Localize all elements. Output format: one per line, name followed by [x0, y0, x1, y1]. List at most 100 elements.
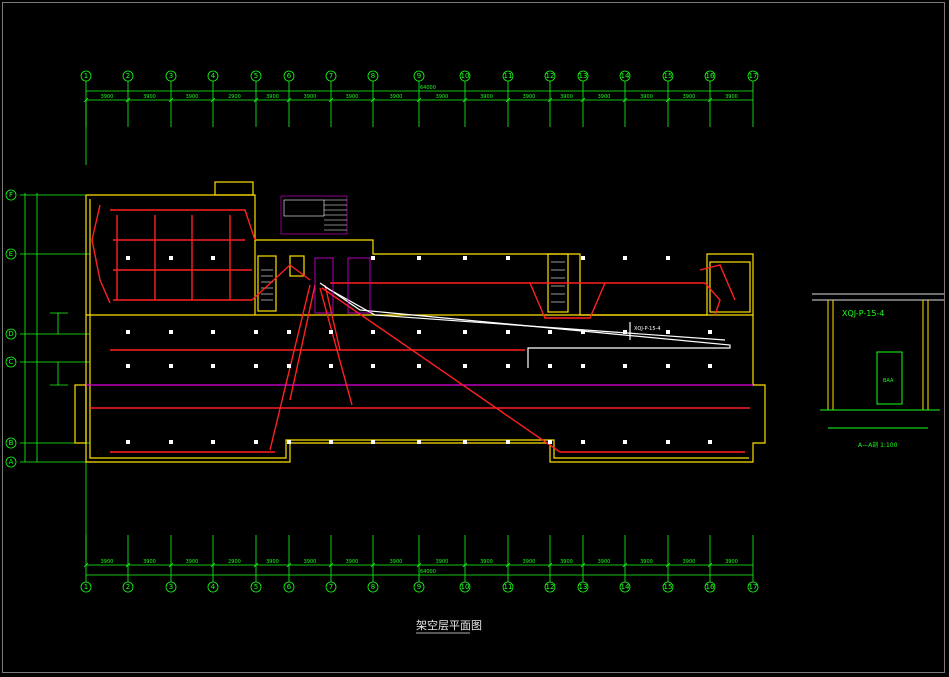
dimension-text: 3900: [346, 94, 359, 100]
dimension-text: 3900: [523, 559, 536, 565]
column-axis-label: 3: [169, 72, 173, 80]
left-dimension-lines: [20, 100, 90, 560]
dimension-tick: [83, 562, 89, 568]
column-axis-bubble: [325, 70, 337, 82]
column-axis-bubble: [250, 70, 262, 82]
column-axis-label: 1: [84, 583, 88, 591]
dimension-text: 3900: [560, 94, 573, 100]
column-dot: [666, 330, 670, 334]
row-axis-bubble: [5, 328, 17, 340]
dimension-text: 3900: [143, 94, 156, 100]
dimension-tick: [125, 97, 131, 103]
dimension-text: 2900: [228, 94, 241, 100]
column-axis-label: 8: [371, 583, 375, 591]
column-axis-bubble: [413, 581, 425, 593]
dimension-text: 3900: [266, 94, 279, 100]
dimension-tick: [707, 562, 713, 568]
dimension-tick: [622, 97, 628, 103]
dimension-tick: [210, 562, 216, 568]
dimension-text: 3900: [436, 94, 449, 100]
column-axis-label: 10: [461, 72, 470, 80]
column-dot: [623, 364, 627, 368]
column-dot: [254, 330, 258, 334]
drawing-title: 架空层平面图: [416, 618, 482, 632]
column-dot: [666, 364, 670, 368]
section-detail: [812, 293, 944, 429]
dimension-tick: [665, 562, 671, 568]
column-dot: [463, 330, 467, 334]
column-axis-bubble: [207, 70, 219, 82]
dimension-text: 3900: [143, 559, 156, 565]
dimension-tick: [168, 97, 174, 103]
column-dot: [329, 364, 333, 368]
column-axis-label: 12: [546, 583, 555, 591]
column-dot: [506, 256, 510, 260]
column-axis-bubble: [367, 581, 379, 593]
dimension-text: 3900: [480, 94, 493, 100]
column-dot: [371, 440, 375, 444]
column-axis-label: 3: [169, 583, 173, 591]
column-dot: [211, 330, 215, 334]
dimension-text: 3900: [683, 94, 696, 100]
column-dot: [371, 256, 375, 260]
column-dot: [169, 256, 173, 260]
dimension-tick: [665, 97, 671, 103]
dimension-tick: [416, 562, 422, 568]
column-axis-label: 14: [621, 583, 630, 591]
dimension-text: 3900: [304, 94, 317, 100]
row-axis-bubble: [5, 248, 17, 260]
column-axis-label: 1: [84, 72, 88, 80]
column-axis-bubble: [367, 70, 379, 82]
column-axis-bubble: [502, 581, 514, 593]
dimension-tick: [547, 562, 553, 568]
dimension-text: 3900: [186, 559, 199, 565]
dimension-text: 3900: [480, 559, 493, 565]
column-axis-bubble: [619, 581, 631, 593]
row-axis-bubble: [5, 456, 17, 468]
dimension-text: 3900: [346, 559, 359, 565]
column-dot: [287, 364, 291, 368]
column-axis-label: 12: [546, 72, 555, 80]
dimension-text: 3900: [683, 559, 696, 565]
column-axis-label: 10: [461, 583, 470, 591]
column-axis-label: 17: [749, 583, 758, 591]
dimension-tick: [328, 97, 334, 103]
dimension-text: 3900: [560, 559, 573, 565]
column-dot: [169, 364, 173, 368]
dimension-tick: [462, 97, 468, 103]
column-dot: [548, 364, 552, 368]
column-dot: [254, 364, 258, 368]
column-axis-label: 7: [329, 583, 333, 591]
column-dot: [126, 330, 130, 334]
row-axis-label: D: [8, 330, 13, 338]
column-axis-bubble: [250, 581, 262, 593]
dimension-text: 3900: [523, 94, 536, 100]
column-dot: [211, 256, 215, 260]
column-axis-label: 16: [706, 583, 715, 591]
column-axis-bubble: [165, 581, 177, 593]
dimension-text: 3900: [640, 94, 653, 100]
dimension-text: 3900: [640, 559, 653, 565]
dimension-tick: [286, 562, 292, 568]
column-axis-bubble: [283, 581, 295, 593]
column-dot: [211, 440, 215, 444]
column-axis-bubble: [704, 581, 716, 593]
column-axis-label: 5: [254, 583, 258, 591]
column-axis-label: 6: [287, 583, 292, 591]
dimension-text: 3900: [390, 94, 403, 100]
column-dot: [463, 440, 467, 444]
column-axis-label: 8: [371, 72, 375, 80]
dimension-tick: [622, 562, 628, 568]
column-axis-label: 7: [329, 72, 333, 80]
dimension-text: 3900: [186, 94, 199, 100]
column-dot: [126, 440, 130, 444]
column-dot: [463, 364, 467, 368]
white-cable-run: [319, 282, 731, 368]
column-axis-bubble: [662, 70, 674, 82]
dimension-text: 3900: [101, 559, 114, 565]
column-axis-label: 16: [706, 72, 715, 80]
dimension-tick: [707, 97, 713, 103]
